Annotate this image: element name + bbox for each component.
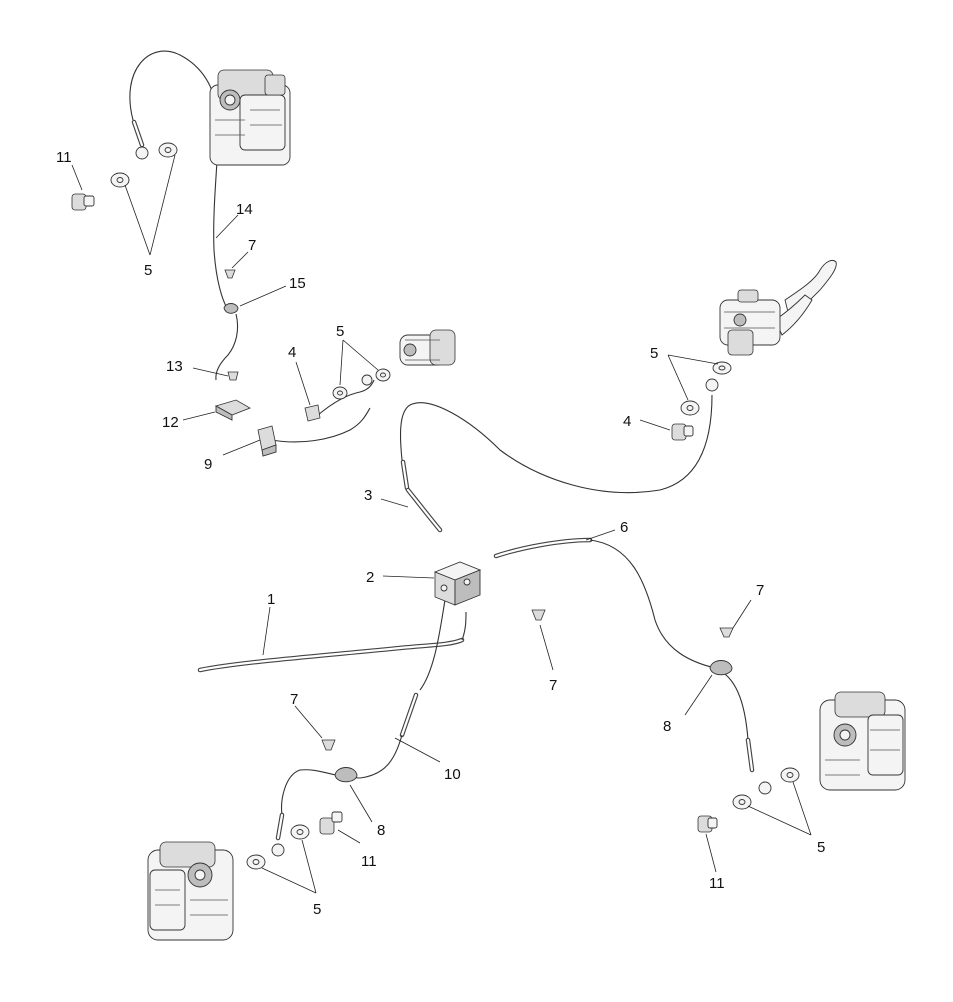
callout-4: 4	[288, 344, 296, 361]
callout-labels: 11 14 5 7 15 13 12 4 5 9 5 4 3 6 2 1 7 7…	[56, 149, 825, 918]
callout-7: 7	[756, 582, 764, 599]
screw-7-top	[224, 269, 236, 279]
callout-4: 4	[623, 413, 631, 430]
callout-6: 6	[620, 519, 628, 536]
actuator-middle	[399, 329, 456, 366]
callout-5: 5	[313, 901, 321, 918]
hose-6	[589, 539, 749, 741]
callout-5: 5	[144, 262, 152, 279]
callout-8: 8	[377, 822, 385, 839]
callout-15: 15	[289, 275, 306, 292]
line-10	[419, 599, 446, 691]
distribution-block-2	[433, 561, 482, 606]
callout-13: 13	[166, 358, 183, 375]
bolt-11-top	[71, 193, 95, 211]
hose-3	[399, 394, 713, 494]
callout-9: 9	[204, 456, 212, 473]
callout-5: 5	[650, 345, 658, 362]
leader-lines	[71, 154, 812, 894]
caliper-lower-left	[147, 841, 234, 941]
screw-7-lower	[321, 739, 336, 751]
screw-13	[227, 371, 239, 381]
callout-11: 11	[709, 875, 725, 892]
brake-lines	[129, 50, 755, 841]
callout-7: 7	[290, 691, 298, 708]
callout-10: 10	[444, 766, 461, 783]
callout-3: 3	[364, 487, 372, 504]
callout-11: 11	[361, 853, 377, 870]
master-cylinder-right	[719, 259, 837, 356]
callout-8: 8	[663, 718, 671, 735]
callout-5: 5	[336, 323, 344, 340]
callout-11: 11	[56, 149, 72, 166]
callout-7: 7	[549, 677, 557, 694]
fitting-4-left	[304, 404, 321, 422]
screw-7-right	[719, 627, 734, 638]
caliper-top	[209, 69, 291, 166]
callout-2: 2	[366, 569, 374, 586]
callout-5: 5	[817, 839, 825, 856]
clamp-8-right	[709, 660, 733, 676]
callout-7: 7	[248, 237, 256, 254]
screw-7-middle	[531, 609, 546, 621]
clamp-15	[223, 303, 239, 314]
hose-14-lower	[215, 313, 239, 381]
small-parts	[71, 142, 800, 870]
callout-1: 1	[267, 591, 275, 608]
callout-12: 12	[162, 414, 179, 431]
clamp-8-lower	[334, 767, 358, 783]
callout-14: 14	[236, 201, 253, 218]
line-9-to-banjo	[271, 407, 371, 443]
caliper-lower-right	[819, 691, 906, 791]
bolt-11-lower	[319, 817, 335, 835]
